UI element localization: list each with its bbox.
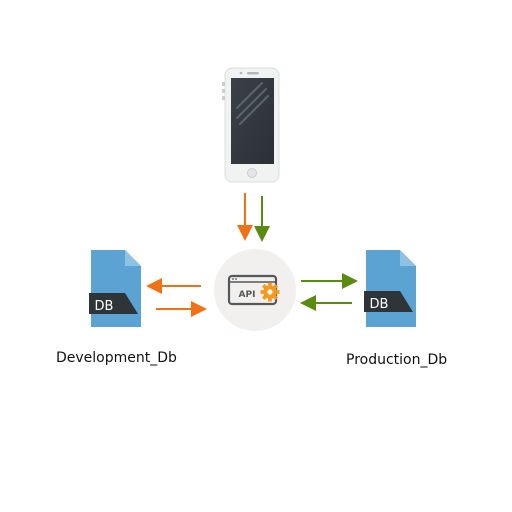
development-db-label: Development_Db	[56, 350, 177, 366]
api-icon-text: API	[239, 290, 256, 300]
api-node: API	[214, 249, 296, 331]
production-db-label: Production_Db	[346, 352, 448, 368]
smartphone-icon	[222, 67, 280, 183]
production-db-icon-text: DB	[370, 297, 389, 312]
development-db-icon-text: DB	[95, 299, 114, 314]
production-db-icon: DB	[364, 250, 416, 327]
api-gear-icon: API	[227, 274, 280, 306]
development-db-icon: DB	[89, 250, 141, 327]
